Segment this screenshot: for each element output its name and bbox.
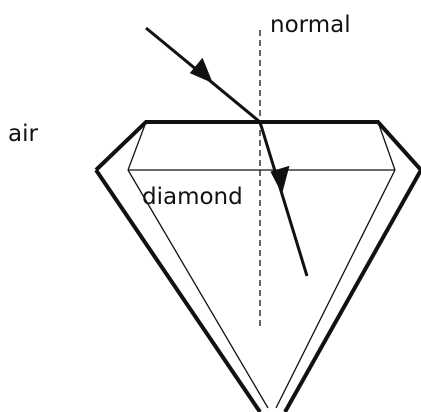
facet-crown-left — [127, 121, 147, 171]
diamond-outline — [94, 120, 421, 412]
label-normal: normal — [270, 12, 351, 38]
diamond-pavilion-left-edge — [94, 168, 262, 412]
refracted-ray-arrowhead — [270, 165, 290, 194]
facet-pavilion-left — [127, 169, 269, 409]
facet-crown-right — [377, 121, 396, 171]
diamond-pavilion-right-edge — [283, 169, 421, 412]
diamond-table-and-crown — [94, 120, 421, 172]
label-air: air — [8, 121, 38, 147]
diamond-facets — [127, 121, 396, 409]
label-diamond: diamond — [142, 184, 243, 210]
facet-pavilion-right — [275, 169, 396, 409]
refracted-ray — [258, 121, 309, 277]
incident-ray-arrowhead — [189, 57, 213, 84]
